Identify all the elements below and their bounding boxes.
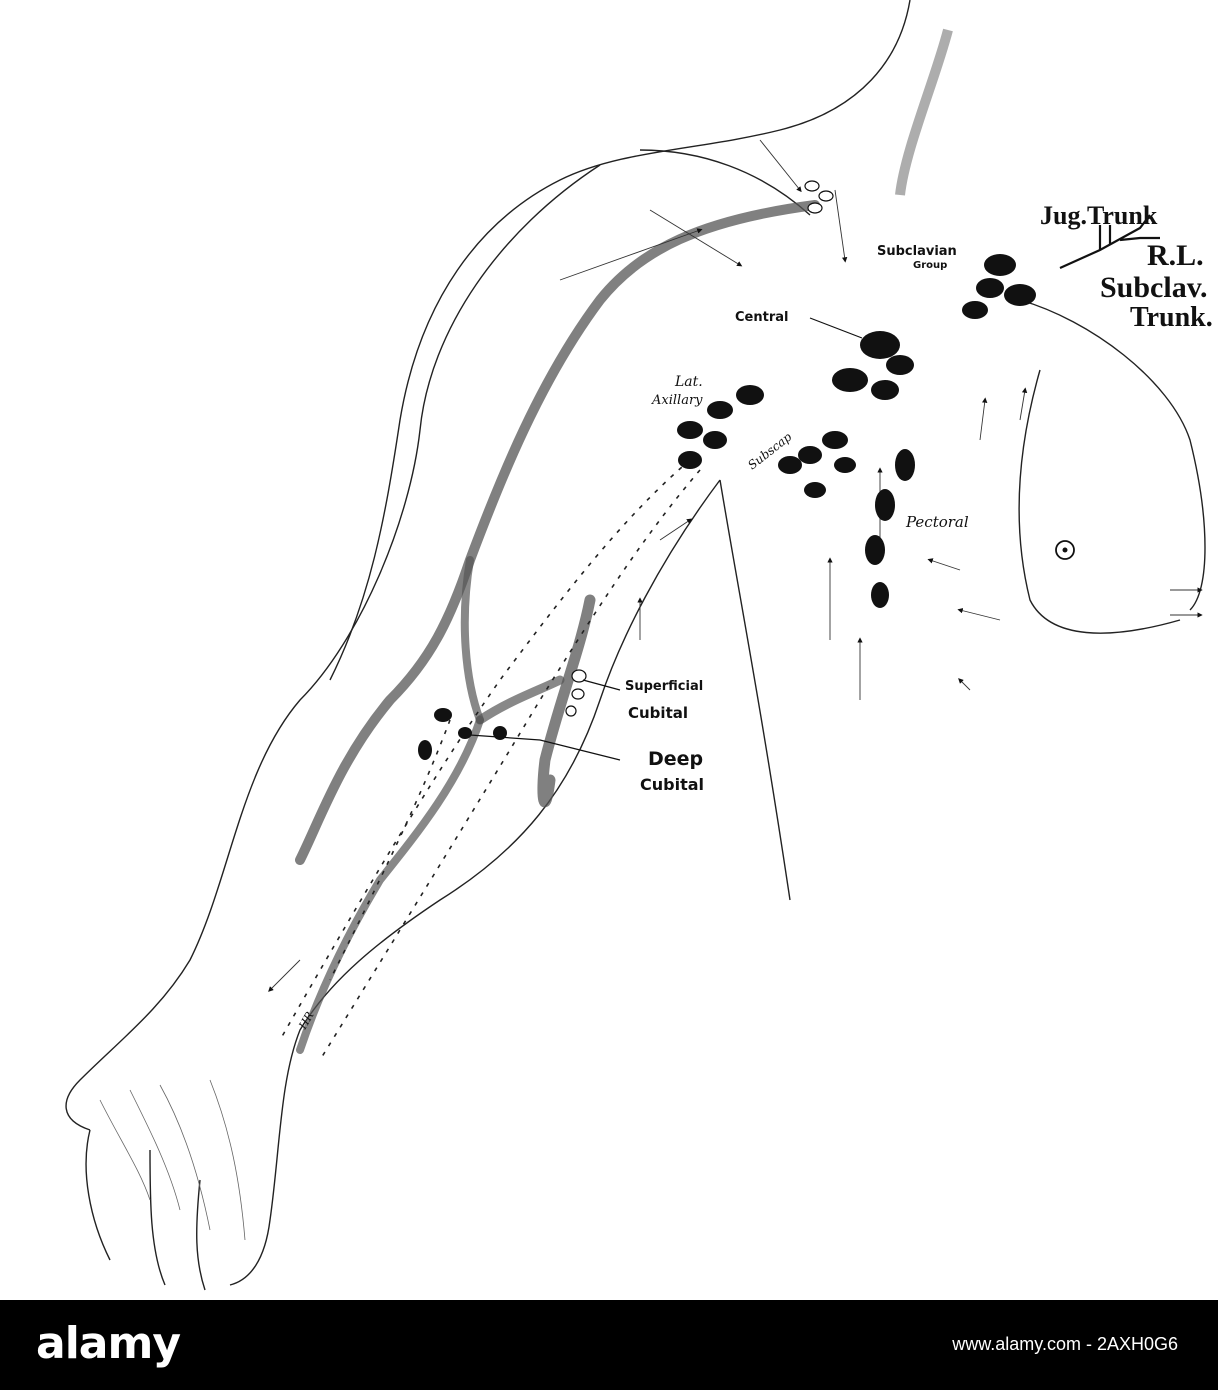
shoulder-nodes [804,180,834,214]
brand-logo: alamy [36,1318,181,1369]
arm-veins [295,200,820,1054]
label-superficial-cubital-2: Cubital [628,704,688,722]
hand-detail [99,1079,246,1241]
label-subclav-trunk-2: Trunk. [1130,302,1213,333]
central-nodes [832,331,914,400]
label-central: Central [735,310,788,325]
label-subclav-trunk-1: Subclav. [1100,271,1208,304]
label-subclavian-group-1: Subclavian [877,244,957,259]
label-rl: R.L. [1147,239,1204,272]
lateral-axillary-nodes [677,385,764,469]
label-jug-trunk: Jug.Trunk [1040,201,1158,230]
lymph-trunk [1059,214,1160,270]
lymphatic-arm-illustration: Jug.Trunk R.L. Subclavian Group Subclav.… [65,0,1213,1291]
neck-vein [895,28,953,196]
label-lat-axillary-1: Lat. [674,374,703,390]
pectoral-nodes [865,449,915,608]
label-superficial-cubital-1: Superficial [625,679,703,694]
image-reference: www.alamy.com - 2AXH0G6 [952,1334,1178,1354]
subscapular-nodes [778,431,856,498]
leader-lines [469,317,863,761]
nipple-symbol [1055,540,1075,560]
arm-outline [65,164,721,1291]
stock-footer-bar: alamy www.alamy.com - 2AXH0G6 [0,1300,1218,1390]
label-pectoral: Pectoral [905,513,969,531]
label-deep-cubital-2: Cubital [640,775,704,794]
label-subclavian-group-2: Group [913,260,947,271]
body-outline [329,0,1206,901]
label-lat-axillary-2: Axillary [651,393,703,408]
subclavian-group-nodes [962,254,1036,319]
superficial-cubital-nodes [565,669,587,717]
lymph-vessels [279,459,701,1061]
label-deep-cubital-1: Deep [648,748,703,770]
